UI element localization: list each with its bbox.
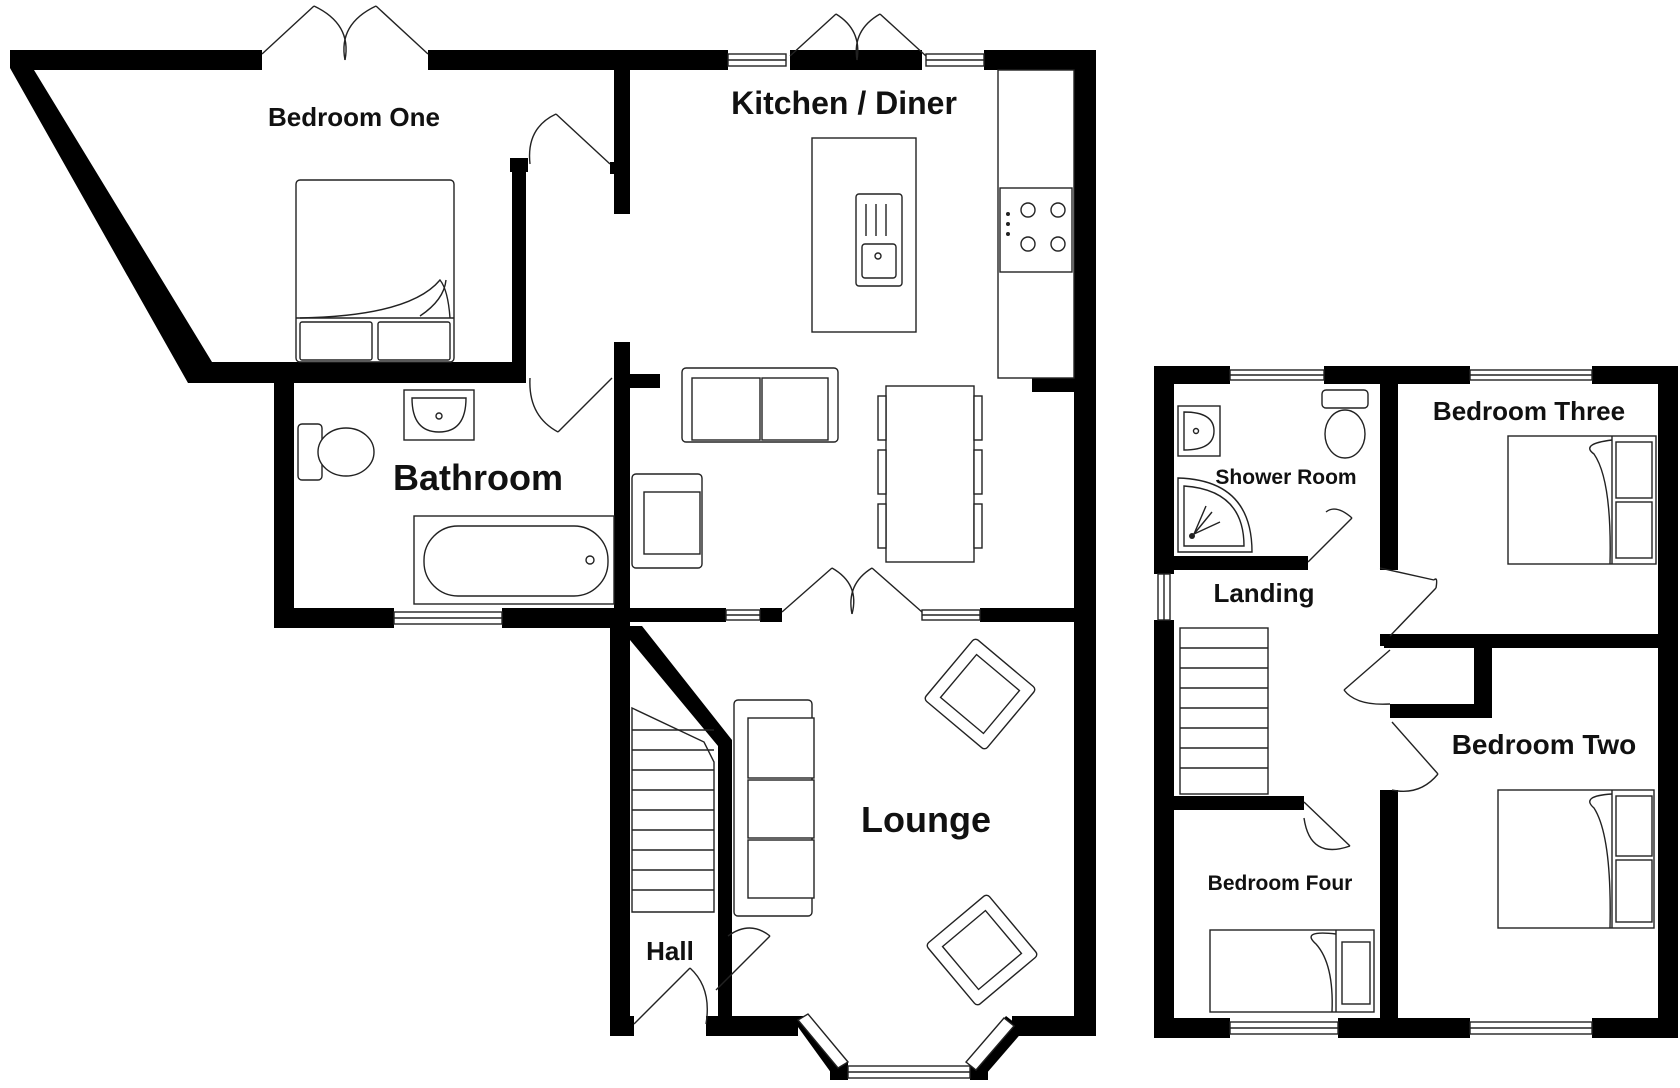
lounge-right-wall: [1074, 622, 1096, 1036]
label-bathroom: Bathroom: [393, 457, 563, 498]
lounge-armchair-bottom: [926, 894, 1038, 1006]
kitchen-armchair: [631, 473, 703, 569]
first-floor-doors: [1303, 508, 1439, 851]
kitchen-lounge-wall-right: [980, 608, 1096, 622]
bathroom-bottom-wall-left: [274, 608, 394, 628]
kitchen-lounge-french-doors: [781, 567, 923, 615]
bathroom-bottom-wall-right: [502, 608, 630, 628]
lounge-door-stub: [718, 998, 732, 1016]
shower-room-basin: [1177, 405, 1221, 457]
bedroom-four-top-wall: [1174, 796, 1304, 810]
lounge-sofa: [733, 699, 815, 917]
bedroom-three-bottom-wall: [1384, 634, 1658, 648]
hob-icon: [999, 187, 1073, 273]
ground-floor-windows: [261, 5, 1016, 1079]
ground-stairs: [631, 706, 715, 913]
bathroom-basin: [403, 389, 475, 441]
kitchen-island: [811, 137, 917, 333]
bay-wall-bottom-left: [830, 1062, 848, 1080]
bedroom-one-bed: [295, 179, 455, 363]
bedroom-two-left-wall: [1380, 790, 1398, 1038]
label-kitchen-diner: Kitchen / Diner: [731, 85, 957, 121]
first-floor-stairs: [1179, 627, 1269, 795]
label-bedroom-two: Bedroom Two: [1452, 729, 1637, 760]
bedroom-three-bed: [1507, 435, 1657, 565]
kitchen-french-doors: [789, 13, 927, 61]
room-labels: Bedroom One Kitchen / Diner Bathroom Lou…: [268, 85, 1636, 966]
shower-room-toilet: [1321, 389, 1369, 459]
ff-bottom-wall-right: [1592, 1018, 1678, 1038]
bay-window-right: [964, 1017, 1016, 1071]
ground-floor-walls: [10, 50, 1096, 1080]
first-floor-walls: [1154, 366, 1678, 1038]
cupboard-wall-bottom: [1390, 704, 1492, 718]
label-shower-room: Shower Room: [1215, 466, 1356, 489]
label-hall: Hall: [646, 936, 694, 966]
kitchen-left-wall-stub: [610, 162, 630, 174]
ff-top-wall-right: [1592, 366, 1678, 384]
label-bedroom-one: Bedroom One: [268, 102, 440, 132]
dining-table: [877, 385, 983, 563]
kitchen-units-stub: [1032, 378, 1074, 392]
kitchen-wall-stub: [614, 374, 660, 388]
cupboard-wall-top: [1474, 648, 1492, 708]
stair-wall-diagonal: [630, 626, 732, 998]
shower-room-bottom-wall: [1174, 556, 1308, 570]
first-floor-windows: [1157, 369, 1593, 1035]
bay-window-left: [796, 1013, 850, 1069]
ff-bottom-wall-left: [1154, 1018, 1230, 1038]
label-bedroom-four: Bedroom Four: [1208, 872, 1353, 895]
bedroom-two-bed: [1497, 789, 1655, 929]
kitchen-left-wall-upper: [614, 70, 630, 214]
ground-floor-doors: [528, 113, 771, 1025]
shower-room-right-wall: [1380, 384, 1398, 570]
bedroom-one-top-wall-right: [428, 50, 728, 70]
ff-left-wall-upper: [1154, 366, 1174, 574]
bedroom-four-bed: [1209, 929, 1375, 1013]
bathtub: [413, 515, 615, 605]
ff-right-wall: [1658, 366, 1678, 1038]
shower-tray: [1177, 477, 1253, 553]
label-landing: Landing: [1213, 578, 1314, 608]
hall-bottom-wall: [610, 1016, 634, 1036]
label-lounge: Lounge: [861, 799, 991, 840]
bedroom-one-right-wall: [512, 160, 526, 383]
bedroom-two-wall-stub: [1380, 634, 1394, 646]
kitchen-lounge-wall-left: [614, 608, 726, 622]
ff-bottom-wall-mid: [1338, 1018, 1470, 1038]
kitchen-sofa: [681, 367, 839, 443]
kitchen-left-wall-lower: [614, 342, 630, 610]
bedroom-one-door-stub: [510, 158, 528, 172]
first-floor-fixtures: [1177, 389, 1657, 1013]
bathroom-toilet: [297, 423, 375, 481]
ground-floor-fixtures: [295, 69, 1075, 1006]
lounge-armchair-top: [924, 638, 1036, 750]
bedroom-one-french-doors: [261, 5, 429, 61]
bathroom-left-wall: [274, 383, 294, 628]
bedroom-one-outer-wall: [10, 50, 522, 383]
lounge-bottom-wall-left: [706, 1016, 798, 1036]
hall-left-wall: [610, 622, 630, 1036]
kitchen-top-wall-mid: [790, 50, 922, 70]
kitchen-top-wall-right: [984, 50, 1096, 70]
label-bedroom-three: Bedroom Three: [1433, 396, 1625, 426]
ff-left-wall-lower: [1154, 620, 1174, 1038]
kitchen-lounge-wall-mid: [760, 608, 782, 622]
ff-top-wall-mid: [1324, 366, 1470, 384]
kitchen-right-wall: [1074, 50, 1096, 622]
